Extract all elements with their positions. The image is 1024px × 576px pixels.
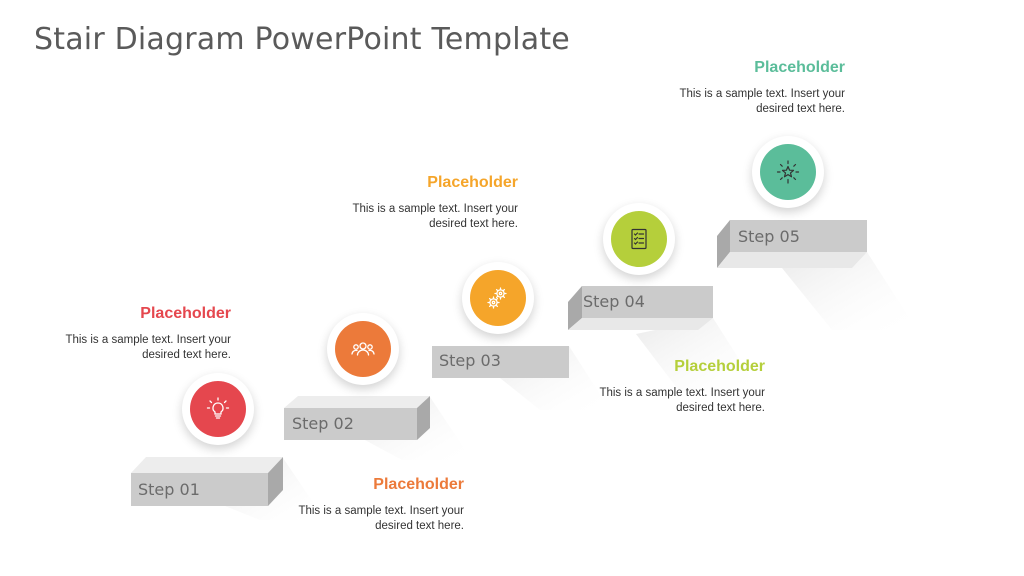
team-icon	[351, 342, 375, 356]
step-02-label: Step 02	[292, 414, 354, 433]
step-01-circle	[190, 381, 246, 437]
stair-step-02	[284, 396, 472, 460]
placeholder-line: desired text here.	[429, 218, 518, 230]
placeholder-line: This is a sample text. Insert your	[679, 88, 845, 100]
lightbulb-icon	[206, 397, 230, 419]
placeholder-body: This is a sample text. Insert your desir…	[318, 202, 518, 232]
placeholder-line: desired text here.	[375, 520, 464, 532]
step-02-badge	[327, 313, 399, 385]
placeholder-heading: Placeholder	[674, 358, 765, 375]
placeholder-line: This is a sample text. Insert your	[298, 505, 464, 517]
step-02-circle	[335, 321, 391, 377]
step-03-label: Step 03	[439, 351, 501, 370]
placeholder-block-03: Placeholder This is a sample text. Inser…	[318, 174, 518, 232]
placeholder-block-01: Placeholder This is a sample text. Inser…	[31, 305, 231, 363]
placeholder-body: This is a sample text. Insert your desir…	[645, 87, 845, 117]
placeholder-line: This is a sample text. Insert your	[352, 203, 518, 215]
placeholder-line: desired text here.	[676, 402, 765, 414]
placeholder-line: desired text here.	[142, 349, 231, 361]
placeholder-heading: Placeholder	[140, 305, 231, 322]
step-03-badge	[462, 262, 534, 334]
step-01-badge	[182, 373, 254, 445]
step-05-circle	[760, 144, 816, 200]
step-03-circle	[470, 270, 526, 326]
stair-step-03	[432, 346, 610, 410]
placeholder-body: This is a sample text. Insert your desir…	[31, 333, 231, 363]
placeholder-heading: Placeholder	[373, 476, 464, 493]
stair-step-05	[717, 220, 917, 330]
stair-step-01	[131, 457, 325, 520]
stair-step-04	[568, 286, 760, 392]
placeholder-block-02: Placeholder This is a sample text. Inser…	[264, 476, 464, 534]
placeholder-heading: Placeholder	[754, 59, 845, 76]
placeholder-body: This is a sample text. Insert your desir…	[264, 504, 464, 534]
placeholder-line: This is a sample text. Insert your	[65, 334, 231, 346]
step-05-label: Step 05	[738, 227, 800, 246]
gears-icon	[487, 287, 507, 309]
step-04-badge	[603, 203, 675, 275]
placeholder-line: desired text here.	[756, 103, 845, 115]
step-04-circle	[611, 211, 667, 267]
placeholder-block-05: Placeholder This is a sample text. Inser…	[645, 59, 845, 117]
page-title: Stair Diagram PowerPoint Template	[34, 22, 570, 57]
step-04-label: Step 04	[583, 292, 645, 311]
star-burst-icon	[776, 160, 800, 184]
checklist-icon	[631, 228, 647, 250]
placeholder-line: This is a sample text. Insert your	[599, 387, 765, 399]
step-05-badge	[752, 136, 824, 208]
placeholder-block-04: Placeholder This is a sample text. Inser…	[565, 358, 765, 416]
step-01-label: Step 01	[138, 480, 200, 499]
placeholder-heading: Placeholder	[427, 174, 518, 191]
placeholder-body: This is a sample text. Insert your desir…	[565, 386, 765, 416]
